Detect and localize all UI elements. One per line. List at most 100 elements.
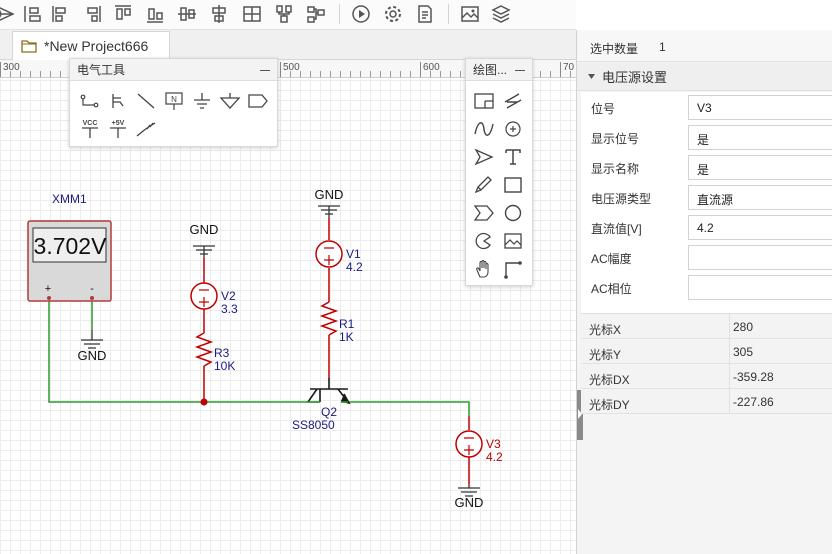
align-center-horizontal-icon[interactable] bbox=[208, 3, 230, 25]
ground-label: GND bbox=[190, 222, 219, 237]
dc-value-field[interactable]: 4.2 bbox=[688, 215, 832, 240]
voltage-source-v3[interactable] bbox=[455, 416, 483, 470]
tab-strip: *New Project666 bbox=[0, 30, 576, 60]
align-top-icon[interactable] bbox=[112, 3, 134, 25]
meter-plus-label: + bbox=[45, 283, 51, 295]
arrow-icon[interactable] bbox=[472, 146, 496, 168]
electrical-tools-palette[interactable]: 电气工具 N VCC +5V bbox=[69, 58, 278, 147]
document-icon[interactable] bbox=[414, 3, 436, 25]
palette-title: 电气工具 bbox=[77, 63, 126, 77]
tab-project[interactable]: *New Project666 bbox=[12, 31, 170, 60]
minimize-icon[interactable] bbox=[260, 65, 270, 75]
property-label: AC幅度 bbox=[591, 252, 632, 266]
designator-field[interactable]: V3 bbox=[688, 95, 832, 120]
cursor-label: 光标DY bbox=[589, 398, 630, 412]
palette-header[interactable]: 电气工具 bbox=[70, 59, 277, 81]
pencil-icon[interactable] bbox=[472, 174, 496, 196]
voltage-source-v1[interactable] bbox=[315, 240, 343, 268]
distribute-vertical-icon[interactable] bbox=[273, 3, 295, 25]
chevron-shape-icon[interactable] bbox=[472, 202, 496, 224]
send-icon[interactable] bbox=[0, 3, 16, 25]
junction-dot bbox=[200, 398, 208, 406]
v2-value: 3.3 bbox=[221, 302, 238, 316]
play-icon[interactable] bbox=[350, 3, 372, 25]
ground-icon bbox=[318, 205, 340, 218]
distribute-horizontal-icon[interactable] bbox=[241, 3, 263, 25]
port-icon[interactable] bbox=[246, 90, 270, 112]
align-bottom-icon[interactable] bbox=[144, 3, 166, 25]
align-left-icon[interactable] bbox=[22, 3, 44, 25]
layers-icon[interactable] bbox=[490, 3, 512, 25]
image-icon[interactable] bbox=[501, 230, 525, 252]
align-center-vertical-icon[interactable] bbox=[176, 3, 198, 25]
vcc-icon[interactable]: VCC bbox=[78, 118, 102, 140]
circle-icon[interactable] bbox=[501, 202, 525, 224]
wire[interactable] bbox=[48, 300, 320, 403]
cursor-row: 光标DY -227.86 bbox=[581, 389, 832, 414]
palette-header[interactable]: 绘图... bbox=[466, 59, 532, 81]
property-row: AC幅度 bbox=[581, 242, 832, 272]
main-toolbar bbox=[0, 0, 576, 30]
voltage-source-section-header[interactable]: 电压源设置 bbox=[577, 63, 832, 91]
selected-count-label: 选中数量 bbox=[590, 42, 639, 56]
drawing-tools-palette[interactable]: 绘图... bbox=[465, 58, 533, 286]
property-row: 显示位号 是 bbox=[581, 122, 832, 152]
cursor-value: -359.28 bbox=[733, 370, 774, 384]
switch-icon[interactable] bbox=[78, 90, 102, 112]
show-designator-select[interactable]: 是 bbox=[688, 125, 832, 150]
bus-icon[interactable] bbox=[134, 118, 158, 140]
probe-icon[interactable] bbox=[106, 90, 130, 112]
source-type-select[interactable]: 直流源 bbox=[688, 185, 832, 210]
sine-curve-icon[interactable] bbox=[472, 118, 496, 140]
minimize-icon[interactable] bbox=[515, 65, 525, 75]
wire-tool-icon[interactable] bbox=[134, 90, 158, 112]
rectangle-icon[interactable] bbox=[501, 174, 525, 196]
ac-amplitude-field[interactable] bbox=[688, 245, 832, 270]
v3-name: V3 bbox=[486, 437, 501, 451]
property-row: 显示名称 是 bbox=[581, 152, 832, 182]
hand-pan-icon[interactable] bbox=[472, 258, 496, 280]
pie-icon[interactable] bbox=[472, 230, 496, 252]
meter-minus-label: - bbox=[90, 283, 94, 295]
connector-icon[interactable] bbox=[501, 258, 525, 280]
ground-label: GND bbox=[315, 187, 344, 202]
ground-label: GND bbox=[78, 348, 107, 363]
transistor-q2[interactable] bbox=[307, 378, 351, 405]
property-list: 位号 V3 显示位号 是 显示名称 是 电压源类型 直流源 直流值[V] 4.2… bbox=[581, 92, 832, 332]
multimeter-xmm1[interactable] bbox=[27, 220, 112, 302]
wire[interactable] bbox=[341, 401, 470, 416]
toolbar-divider bbox=[339, 4, 340, 24]
property-label: 直流值[V] bbox=[591, 222, 642, 236]
distribute-tree-icon[interactable] bbox=[305, 3, 327, 25]
ac-phase-field[interactable] bbox=[688, 275, 832, 300]
r3-value: 10K bbox=[214, 359, 235, 373]
gear-icon[interactable] bbox=[382, 3, 404, 25]
svg-text:+5V: +5V bbox=[112, 120, 125, 127]
net-label-icon[interactable]: N bbox=[162, 90, 186, 112]
align-left-icon[interactable] bbox=[50, 3, 72, 25]
show-name-select[interactable]: 是 bbox=[688, 155, 832, 180]
polyline-icon[interactable] bbox=[501, 90, 525, 112]
table-icon[interactable] bbox=[472, 90, 496, 112]
toolbar-divider bbox=[448, 4, 449, 24]
property-row: 直流值[V] 4.2 bbox=[581, 212, 832, 242]
circuit-diagram: 3.702V + - XMM1 GND GND GND GND V2 3.3 V… bbox=[27, 187, 503, 510]
selection-summary: 选中数量 1 bbox=[577, 30, 832, 62]
property-label: 显示名称 bbox=[591, 162, 640, 176]
cursor-value: 305 bbox=[733, 345, 754, 359]
q2-name: Q2 bbox=[321, 405, 337, 419]
cursor-label: 光标DX bbox=[589, 373, 630, 387]
voltage-source-v2[interactable] bbox=[190, 282, 218, 310]
ruler-label: 300 bbox=[0, 62, 20, 77]
align-right-icon[interactable] bbox=[81, 3, 103, 25]
arc-plus-icon[interactable] bbox=[501, 118, 525, 140]
meter-name: XMM1 bbox=[52, 192, 87, 206]
text-icon[interactable] bbox=[501, 146, 525, 168]
ground-tool-icon[interactable] bbox=[190, 90, 214, 112]
image-export-icon[interactable] bbox=[459, 3, 481, 25]
svg-text:N: N bbox=[171, 95, 177, 104]
section-title: 电压源设置 bbox=[602, 70, 668, 85]
plus5v-icon[interactable]: +5V bbox=[106, 118, 130, 140]
ground-triangle-icon[interactable] bbox=[218, 90, 242, 112]
panel-collapse-handle[interactable] bbox=[577, 390, 583, 440]
